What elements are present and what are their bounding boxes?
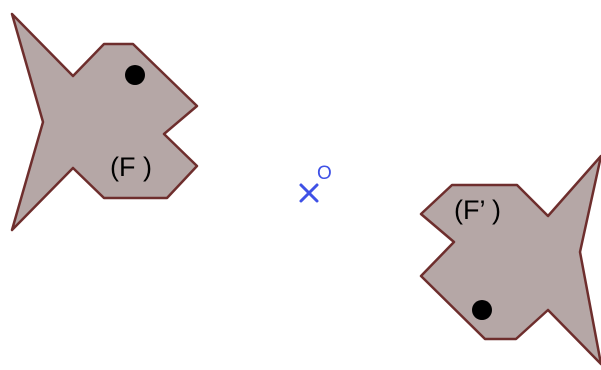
center-cross-line-b: [299, 183, 319, 203]
fish-image-body: [419, 154, 601, 366]
center-point: O: [299, 163, 332, 203]
fish-image-label: (F’ ): [454, 195, 501, 225]
fish-original: (F ): [10, 12, 199, 232]
fish-image-eye: [472, 300, 492, 320]
fish-original-eye: [125, 65, 145, 85]
center-point-label: O: [317, 163, 332, 184]
fish-original-body: [10, 12, 199, 232]
fish-original-label: (F ): [110, 152, 152, 182]
fish-image: (F’ ): [419, 154, 601, 366]
